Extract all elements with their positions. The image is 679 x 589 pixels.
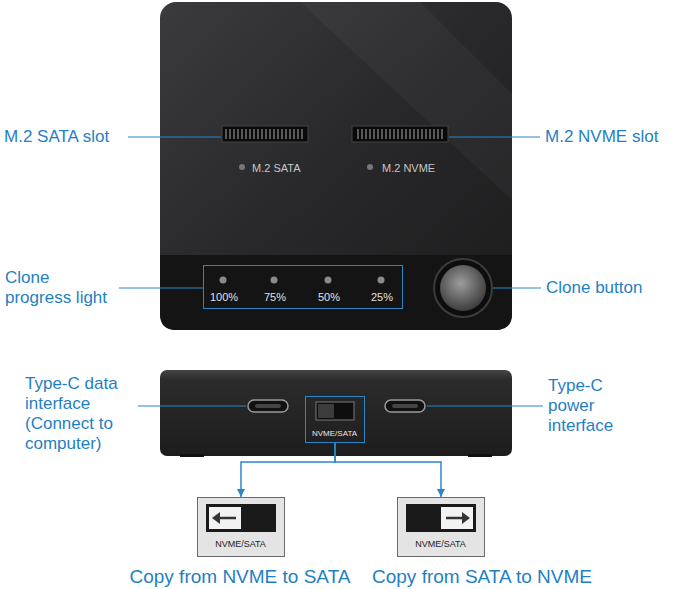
clone-button-ring: [434, 259, 492, 317]
progress-led: [325, 277, 332, 284]
direction-arrow-head: [212, 512, 220, 524]
port-label: Type-C data interface (Connect to comput…: [25, 374, 135, 454]
leader-line: [449, 136, 540, 137]
part-label: Clone button: [546, 278, 674, 298]
dock-foot: [468, 454, 492, 457]
connector-line: [241, 443, 335, 497]
switch-position-icon: NVME/SATA: [197, 497, 285, 557]
switch-position-icon: NVME/SATA: [397, 497, 485, 557]
node-text: NVME/SATA: [415, 539, 466, 549]
nvme-slot: [352, 126, 448, 142]
leader-line: [138, 405, 246, 406]
switch-box: NVME/SATA: [305, 396, 365, 443]
leader-line: [119, 287, 203, 288]
caption-label: Copy from NVME to SATA: [120, 566, 360, 588]
node-text: 25%: [371, 291, 393, 304]
usb-c-tongue: [392, 404, 418, 408]
part-label: Clone progress light: [5, 268, 113, 308]
leader-line: [427, 405, 543, 406]
dock-shine: [300, 2, 512, 200]
switch-icon: [206, 504, 276, 532]
dock-foot: [180, 454, 204, 457]
dock-side-housing: [160, 370, 512, 456]
sata-slot: [222, 126, 308, 142]
progress-led: [378, 277, 385, 284]
progress-led: [220, 277, 227, 284]
slot-led: [367, 164, 373, 170]
usb-c-port: [385, 400, 425, 412]
icon-ground: [197, 497, 285, 557]
node-text: 75%: [264, 291, 286, 304]
node-text: 50%: [318, 291, 340, 304]
leader-line: [128, 136, 221, 137]
progress-led: [271, 277, 278, 284]
leader-line: [493, 287, 541, 288]
slot-led: [239, 164, 245, 170]
dock-top-housing: [160, 2, 512, 330]
progress-light-box: 100% 75% 50% 25%: [203, 265, 403, 309]
switch-icon-knob: [209, 507, 241, 529]
clone-button-cap: [440, 265, 486, 311]
switch-knob: [318, 404, 334, 418]
switch-icon: [406, 504, 476, 532]
switch-icon-knob: [441, 507, 473, 529]
node-text: NVME/SATA: [215, 539, 266, 549]
slide-switch: [316, 402, 354, 420]
direction-arrow-head: [462, 512, 470, 524]
direction-arrow: [218, 517, 236, 520]
caption-label: Copy from SATA to NVME: [362, 566, 602, 588]
slot-label: M.2 SATA slot: [4, 127, 126, 147]
dock-front-band: [160, 255, 512, 330]
usb-c-tongue: [255, 404, 281, 408]
icon-ground: [397, 497, 485, 557]
node-text: M.2 NVME: [382, 162, 435, 175]
node-text: 100%: [210, 291, 238, 304]
direction-arrow: [446, 517, 464, 520]
slot-pins: [355, 129, 445, 139]
usb-c-port: [248, 400, 288, 412]
dock-top: M.2 SATA M.2 NVME 100% 75% 50% 25%: [160, 2, 512, 330]
connector-line: [335, 443, 441, 497]
slot-label: M.2 NVME slot: [545, 127, 675, 147]
node-text: NVME/SATA: [312, 429, 357, 438]
port-label: Type-C power interface: [548, 376, 628, 436]
slot-pins: [225, 129, 305, 139]
node-text: M.2 SATA: [252, 162, 301, 175]
